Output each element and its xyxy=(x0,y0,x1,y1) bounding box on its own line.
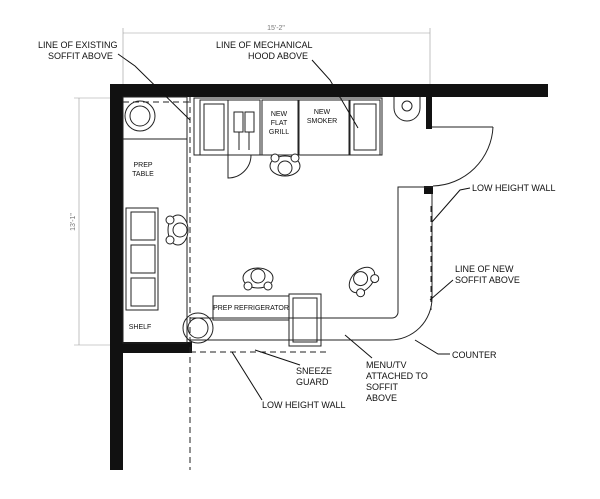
mech-hood-label-2: HOOD ABOVE xyxy=(248,51,308,61)
existing-soffit-label-2: SOFFIT ABOVE xyxy=(48,51,113,61)
height-dimension: 13'-1" xyxy=(70,213,77,231)
menu-tv-label-4: ABOVE xyxy=(366,393,397,403)
menu-tv-label-1: MENU/TV xyxy=(366,360,407,370)
prep-refrigerator xyxy=(182,293,322,347)
person-grill xyxy=(269,153,301,177)
prep-table-label-1: PREP xyxy=(133,162,152,169)
shelf-label: SHELF xyxy=(129,324,152,331)
flat-grill-label-3: GRILL xyxy=(269,129,289,136)
prep-table xyxy=(122,96,188,344)
new-soffit-label-2: SOFFIT ABOVE xyxy=(455,275,520,285)
flat-grill-label-1: NEW xyxy=(271,111,288,118)
door-swing xyxy=(432,126,494,187)
person-counter xyxy=(348,266,380,298)
smoker-label-1: NEW xyxy=(314,109,331,116)
menu-tv-label-3: SOFFIT xyxy=(366,382,398,392)
prep-refrigerator-label: PREP REFRIGERATOR xyxy=(213,305,289,312)
width-dimension: 15'-2" xyxy=(267,25,285,32)
soffit-lines xyxy=(123,97,432,470)
dimension-lines xyxy=(74,28,431,346)
walls xyxy=(110,84,548,470)
flat-grill-label-2: FLAT xyxy=(271,120,288,127)
sneeze-guard-label-2: GUARD xyxy=(296,377,329,387)
existing-soffit-label-1: LINE OF EXISTING xyxy=(38,40,118,50)
sink xyxy=(393,97,421,122)
person-prep-table xyxy=(165,214,189,246)
cooking-line xyxy=(193,97,383,179)
low-wall-right-label: LOW HEIGHT WALL xyxy=(472,183,556,193)
menu-tv-label-2: ATTACHED TO xyxy=(366,371,428,381)
counter-label: COUNTER xyxy=(452,350,497,360)
sneeze-guard-label-1: SNEEZE xyxy=(296,366,332,376)
mech-hood-label-1: LINE OF MECHANICAL xyxy=(216,40,313,50)
prep-table-label-2: TABLE xyxy=(132,171,154,178)
smoker-label-2: SMOKER xyxy=(307,118,337,125)
leader-lines xyxy=(117,53,471,401)
person-center xyxy=(242,267,274,291)
counter xyxy=(190,186,433,341)
new-soffit-label-1: LINE OF NEW xyxy=(455,264,514,274)
low-wall-bottom-label: LOW HEIGHT WALL xyxy=(262,400,346,410)
